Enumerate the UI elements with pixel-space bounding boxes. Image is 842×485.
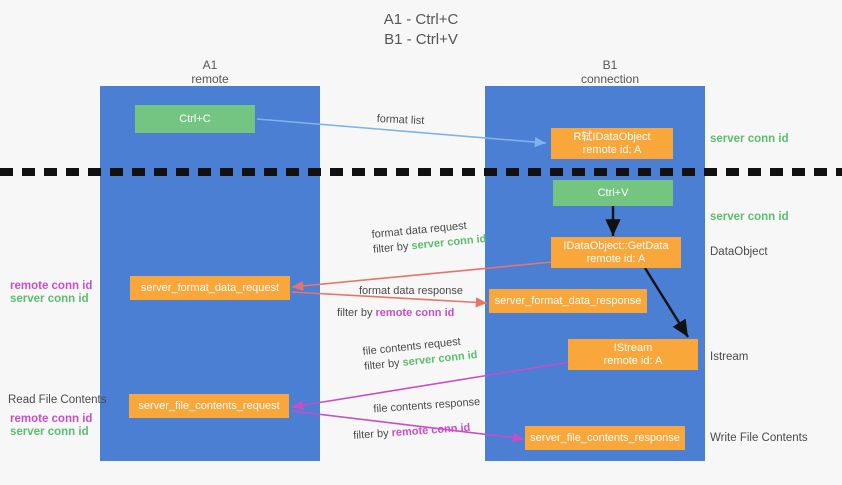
node-idataobject-getdata-label: IDataObject::GetData	[563, 239, 669, 252]
column-header-a1-sub: remote	[191, 72, 229, 86]
annotation-filter-prefix: filter by	[352, 427, 393, 442]
label-server-conn-id-upper: server conn id	[10, 293, 89, 305]
node-ctrl-c-label: Ctrl+C	[179, 112, 211, 125]
label-server-conn-id-lower: server conn id	[10, 426, 89, 438]
annotation-filter-prefix: filter by	[372, 240, 413, 256]
column-header-b1: B1 connection	[520, 58, 700, 86]
annotation-file-contents-request: file contents request filter by server c…	[362, 333, 478, 375]
annotation-format-data-response: format data response filter by remote co…	[337, 284, 463, 321]
node-istream-label: IStream	[613, 341, 653, 354]
label-write-file-contents: Write File Contents	[710, 432, 808, 444]
annotation-filter-value: remote conn id	[391, 421, 471, 440]
node-istream[interactable]: IStream remote id: A	[568, 339, 698, 370]
label-data-object: DataObject	[710, 246, 768, 258]
node-ole-idataobject-label: R轼IDataObject	[573, 130, 651, 143]
column-header-a1-name: A1	[202, 58, 218, 72]
annotation-filter-prefix: filter by	[363, 356, 404, 373]
annotation-file-contents-response-title: file contents response	[373, 395, 481, 416]
separator-dashed-line	[0, 168, 842, 176]
label-istream: Istream	[710, 351, 749, 363]
node-server-format-data-request[interactable]: server_format_data_request	[130, 276, 290, 300]
annotation-file-contents-response-filter: filter by remote conn id	[353, 420, 483, 444]
label-server-conn-id-second: server conn id	[710, 211, 789, 223]
annotation-filter-value: remote conn id	[375, 307, 455, 319]
label-remote-conn-id-lower: remote conn id	[10, 413, 93, 425]
label-read-file-contents: Read File Contents	[8, 394, 107, 406]
column-header-b1-name: B1	[602, 58, 618, 72]
node-server-format-data-response-label: server_format_data_response	[494, 294, 642, 307]
page-title: A1 - Ctrl+C B1 - Ctrl+V	[0, 10, 842, 50]
node-server-format-data-request-label: server_format_data_request	[140, 281, 280, 294]
annotation-file-contents-response: file contents response filter by remote …	[351, 395, 482, 444]
annotation-format-list: format list	[376, 112, 424, 129]
node-idataobject-getdata[interactable]: IDataObject::GetData remote id: A	[551, 237, 681, 268]
annotation-filter-prefix: filter by	[337, 307, 376, 319]
column-header-a1: A1 remote	[120, 58, 300, 86]
node-server-file-contents-response-label: server_file_contents_response	[530, 431, 680, 444]
annotation-format-data-response-filter: filter by remote conn id	[337, 306, 463, 321]
annotation-format-data-request: format data request filter by server con…	[371, 217, 487, 258]
node-ole-idataobject-remote-id: remote id: A	[582, 143, 642, 156]
node-ctrl-v[interactable]: Ctrl+V	[553, 180, 673, 206]
node-istream-remote-id: remote id: A	[603, 354, 663, 367]
node-server-file-contents-request[interactable]: server_file_contents_request	[129, 394, 289, 418]
node-idataobject-getdata-remote-id: remote id: A	[586, 252, 646, 265]
node-ctrl-c[interactable]: Ctrl+C	[135, 105, 255, 133]
annotation-format-list-text: format list	[376, 112, 425, 128]
node-server-format-data-response[interactable]: server_format_data_response	[489, 289, 647, 313]
annotation-format-data-response-title: format data response	[359, 285, 463, 297]
node-server-file-contents-response[interactable]: server_file_contents_response	[525, 426, 685, 450]
title-line-2: B1 - Ctrl+V	[384, 31, 458, 48]
node-server-file-contents-request-label: server_file_contents_request	[138, 399, 280, 412]
node-ctrl-v-label: Ctrl+V	[597, 186, 629, 199]
label-server-conn-id-top: server conn id	[710, 133, 789, 145]
column-header-b1-sub: connection	[580, 72, 640, 86]
label-remote-conn-id-upper: remote conn id	[10, 280, 93, 292]
node-ole-idataobject[interactable]: R轼IDataObject remote id: A	[551, 128, 673, 159]
title-line-1: A1 - Ctrl+C	[383, 11, 459, 28]
